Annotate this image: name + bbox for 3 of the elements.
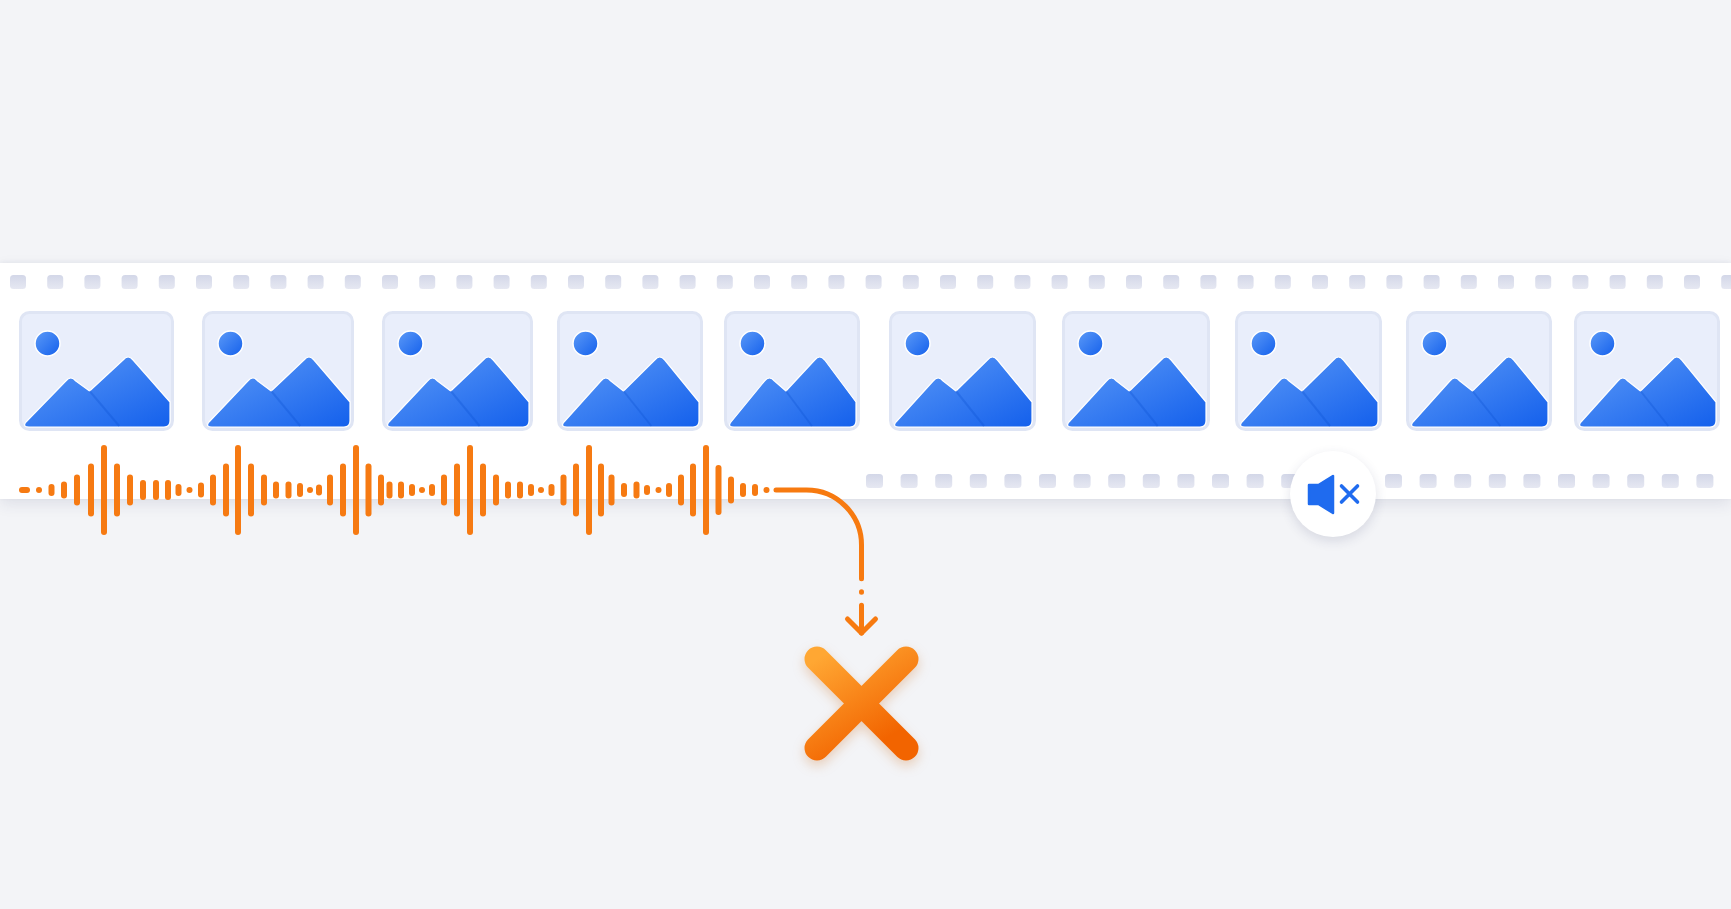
cross-icon [803,645,920,762]
audio-waveform [18,444,772,536]
curved-arrow [773,487,878,636]
